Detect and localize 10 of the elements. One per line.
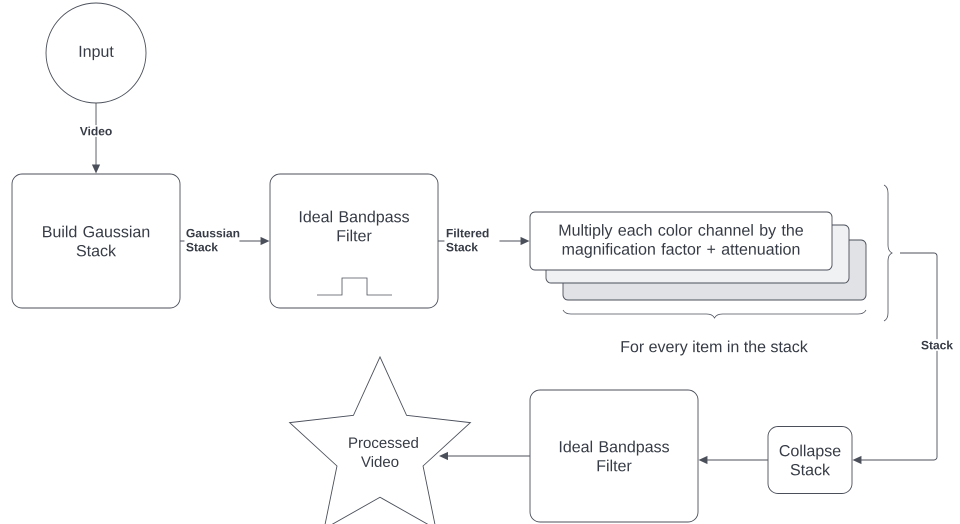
filter-box: Ideal Bandpass Filter <box>270 174 438 308</box>
edge-label: Video <box>78 125 114 137</box>
edge-label: Stack <box>920 339 955 351</box>
brace-label: For every item in the stack <box>622 340 808 356</box>
filter-box: Ideal Bandpass Filter <box>530 390 698 522</box>
process-box: Multiply each color channel by the magnification factor + attenuation <box>530 212 832 270</box>
process-box: Build Gaussian Stack <box>12 174 180 308</box>
edge-label: Gaussian Stack <box>184 227 240 253</box>
process-box: Collapse Stack <box>768 426 852 494</box>
edge-label: Filtered Stack <box>444 227 500 253</box>
